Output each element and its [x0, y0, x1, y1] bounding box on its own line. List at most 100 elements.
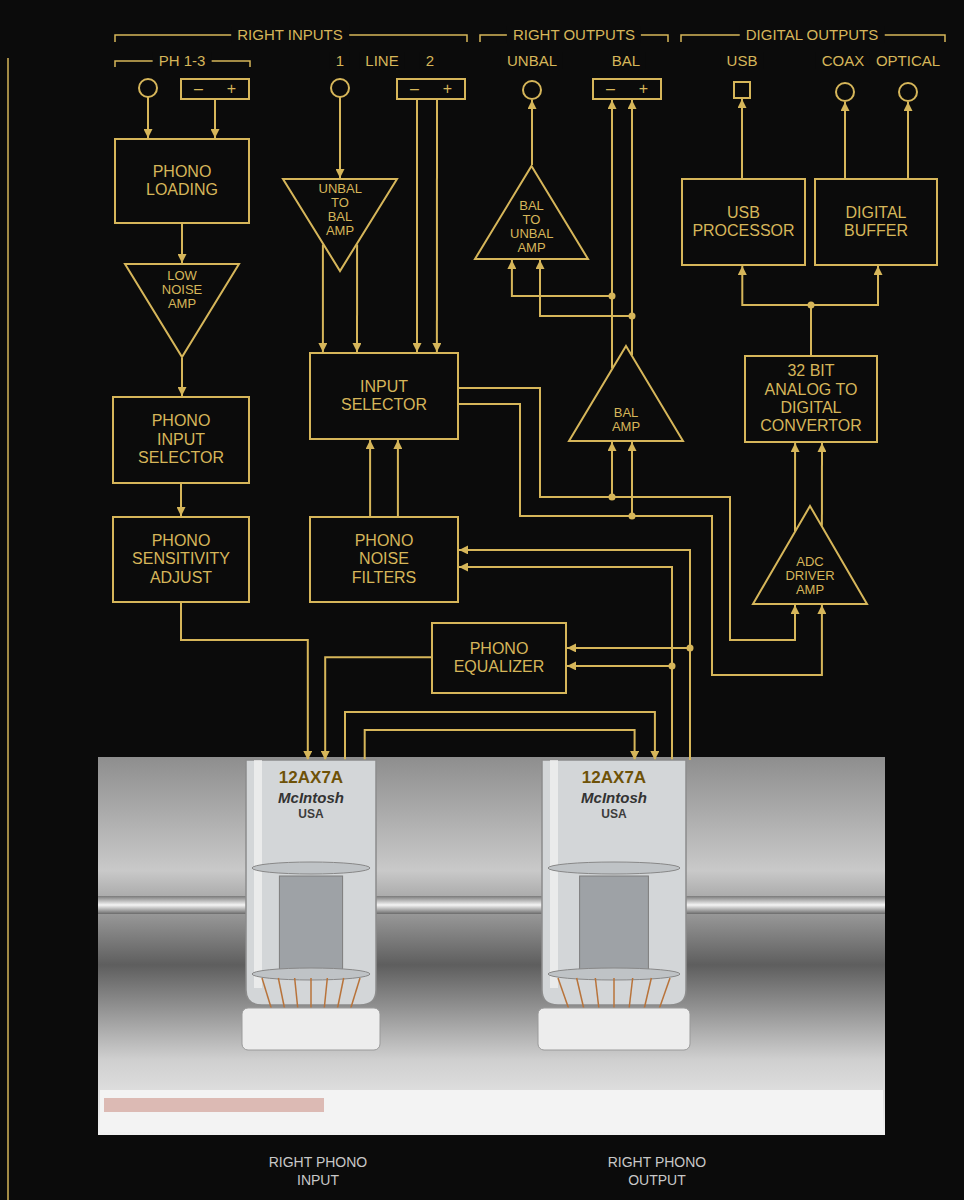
signal-wire: [567, 666, 672, 760]
tube-pin-wire: [659, 978, 670, 1010]
decor-part: [907, 102, 909, 178]
text-group: PHONO EQUALIZER: [449, 640, 549, 677]
signal-connector: [182, 358, 183, 396]
tube-pin-wire: [577, 978, 584, 1010]
signal-connector: [182, 224, 183, 263]
decor-part: [147, 97, 149, 138]
process-box: 32 BIT ANALOG TO DIGITAL CONVERTOR: [744, 355, 878, 443]
tube-marking: USA: [232, 807, 390, 822]
amplifier-triangle: BAL AMP: [568, 345, 684, 442]
box-label: PHONO SENSITIVITY ADJUST: [125, 532, 237, 587]
box-label: PHONO EQUALIZER: [449, 640, 549, 677]
box-label: BAL TO UNBAL AMP: [510, 199, 553, 255]
signal-wire: [322, 245, 324, 353]
signal-wire: [512, 260, 612, 368]
amplifier-triangle: ADC DRIVER AMP: [752, 505, 868, 605]
signal-wire: [436, 100, 438, 352]
box-label: USB PROCESSOR: [690, 204, 798, 241]
process-box: PHONO SENSITIVITY ADJUST: [112, 516, 250, 603]
tube-pin-wire: [350, 978, 360, 1010]
tube-pin-wire: [262, 978, 272, 1010]
decor-part: [139, 79, 157, 97]
signal-connector: [215, 100, 216, 138]
signal-wire: [794, 443, 796, 531]
signal-wire: [369, 440, 371, 516]
process-box: PHONO NOISE FILTERS: [309, 516, 459, 603]
tube-marking: 12AX7A: [528, 768, 700, 788]
decor-part: [741, 99, 743, 178]
terminal-box: –+: [396, 78, 466, 100]
box-label: ADC DRIVER AMP: [785, 555, 834, 597]
signal-wire: [397, 440, 399, 516]
triangle-outline: [475, 166, 588, 259]
jack-symbols: [139, 79, 917, 101]
signal-wire: [356, 245, 358, 353]
terminal-box: –+: [180, 78, 250, 100]
tube-plate: [580, 876, 649, 972]
signal-wire: [345, 712, 655, 760]
signal-wire: [181, 603, 308, 760]
text-group: UNBAL TO BAL AMP: [319, 182, 362, 238]
text-group: –+: [182, 80, 248, 98]
signal-connector: [325, 657, 431, 760]
text-group: BAL TO UNBAL AMP: [510, 199, 553, 255]
decor-part: [836, 83, 854, 101]
signal-connector: [181, 603, 308, 760]
box-label: PHONO INPUT SELECTOR: [134, 412, 229, 467]
section-label: OPTICAL: [870, 52, 946, 69]
tube-pin-wire: [644, 978, 651, 1010]
decor-part: [331, 79, 349, 97]
signal-connector: [370, 440, 398, 516]
tube-pin-wire: [595, 978, 599, 1010]
box-label: INPUT SELECTOR: [339, 378, 429, 415]
tube-caption: RIGHT PHONO INPUT: [258, 1153, 378, 1189]
section-label: RIGHT OUTPUTS: [507, 26, 641, 43]
text-group: 12AX7AMcIntoshUSA: [232, 768, 390, 822]
window-reflection: [104, 1098, 324, 1112]
tube-pin-wire: [295, 978, 298, 1010]
mica-disc: [548, 862, 680, 874]
signal-wire: [811, 266, 878, 355]
tube-pin-wire: [310, 978, 312, 1010]
vacuum-tube: 12AX7AMcIntoshUSA: [528, 760, 700, 1060]
signal-connector: [811, 266, 878, 355]
decor-part: [531, 100, 533, 165]
signal-wire: [181, 224, 183, 263]
text-group: ADC DRIVER AMP: [785, 555, 834, 597]
section-label: RIGHT INPUTS: [231, 26, 349, 43]
signal-wire: [214, 100, 216, 138]
section-label: LINE: [359, 52, 404, 69]
box-label: +: [227, 80, 236, 98]
tube-caption: RIGHT PHONO OUTPUT: [597, 1153, 717, 1189]
terminal-box: –+: [592, 78, 662, 100]
signal-connector: [742, 266, 811, 355]
triangle-outline: [283, 179, 397, 271]
box-label: DIGITAL BUFFER: [826, 204, 926, 241]
chrome-rod: [98, 896, 885, 914]
signal-connector: [612, 100, 632, 368]
text-group: 32 BIT ANALOG TO DIGITAL CONVERTOR: [758, 362, 864, 436]
signal-wire: [325, 657, 431, 760]
box-label: BAL AMP: [612, 406, 640, 434]
decor-part: [844, 102, 846, 178]
panel-edge-line: [7, 58, 9, 1200]
tube-marking: McIntosh: [528, 788, 700, 807]
text-group: USB PROCESSOR: [690, 204, 798, 241]
section-label: PH 1-3: [153, 52, 212, 69]
box-label: –: [410, 80, 419, 98]
vacuum-tube: 12AX7AMcIntoshUSA: [232, 760, 390, 1060]
tube-marking: USA: [528, 807, 700, 822]
tube-pin-wire: [613, 978, 615, 1010]
tube-pin-wire: [324, 978, 327, 1010]
section-label: 2: [420, 52, 440, 69]
text-group: INPUT SELECTOR: [339, 378, 429, 415]
signal-wire: [742, 266, 811, 355]
triangle-outline: [569, 346, 683, 441]
tube-pin-wire: [629, 978, 633, 1010]
amplifier-triangle: BAL TO UNBAL AMP: [474, 165, 589, 260]
glass-highlight: [254, 760, 262, 988]
tube-pin-wire: [278, 978, 285, 1010]
box-label: –: [194, 80, 203, 98]
box-label: PHONO LOADING: [137, 163, 227, 200]
